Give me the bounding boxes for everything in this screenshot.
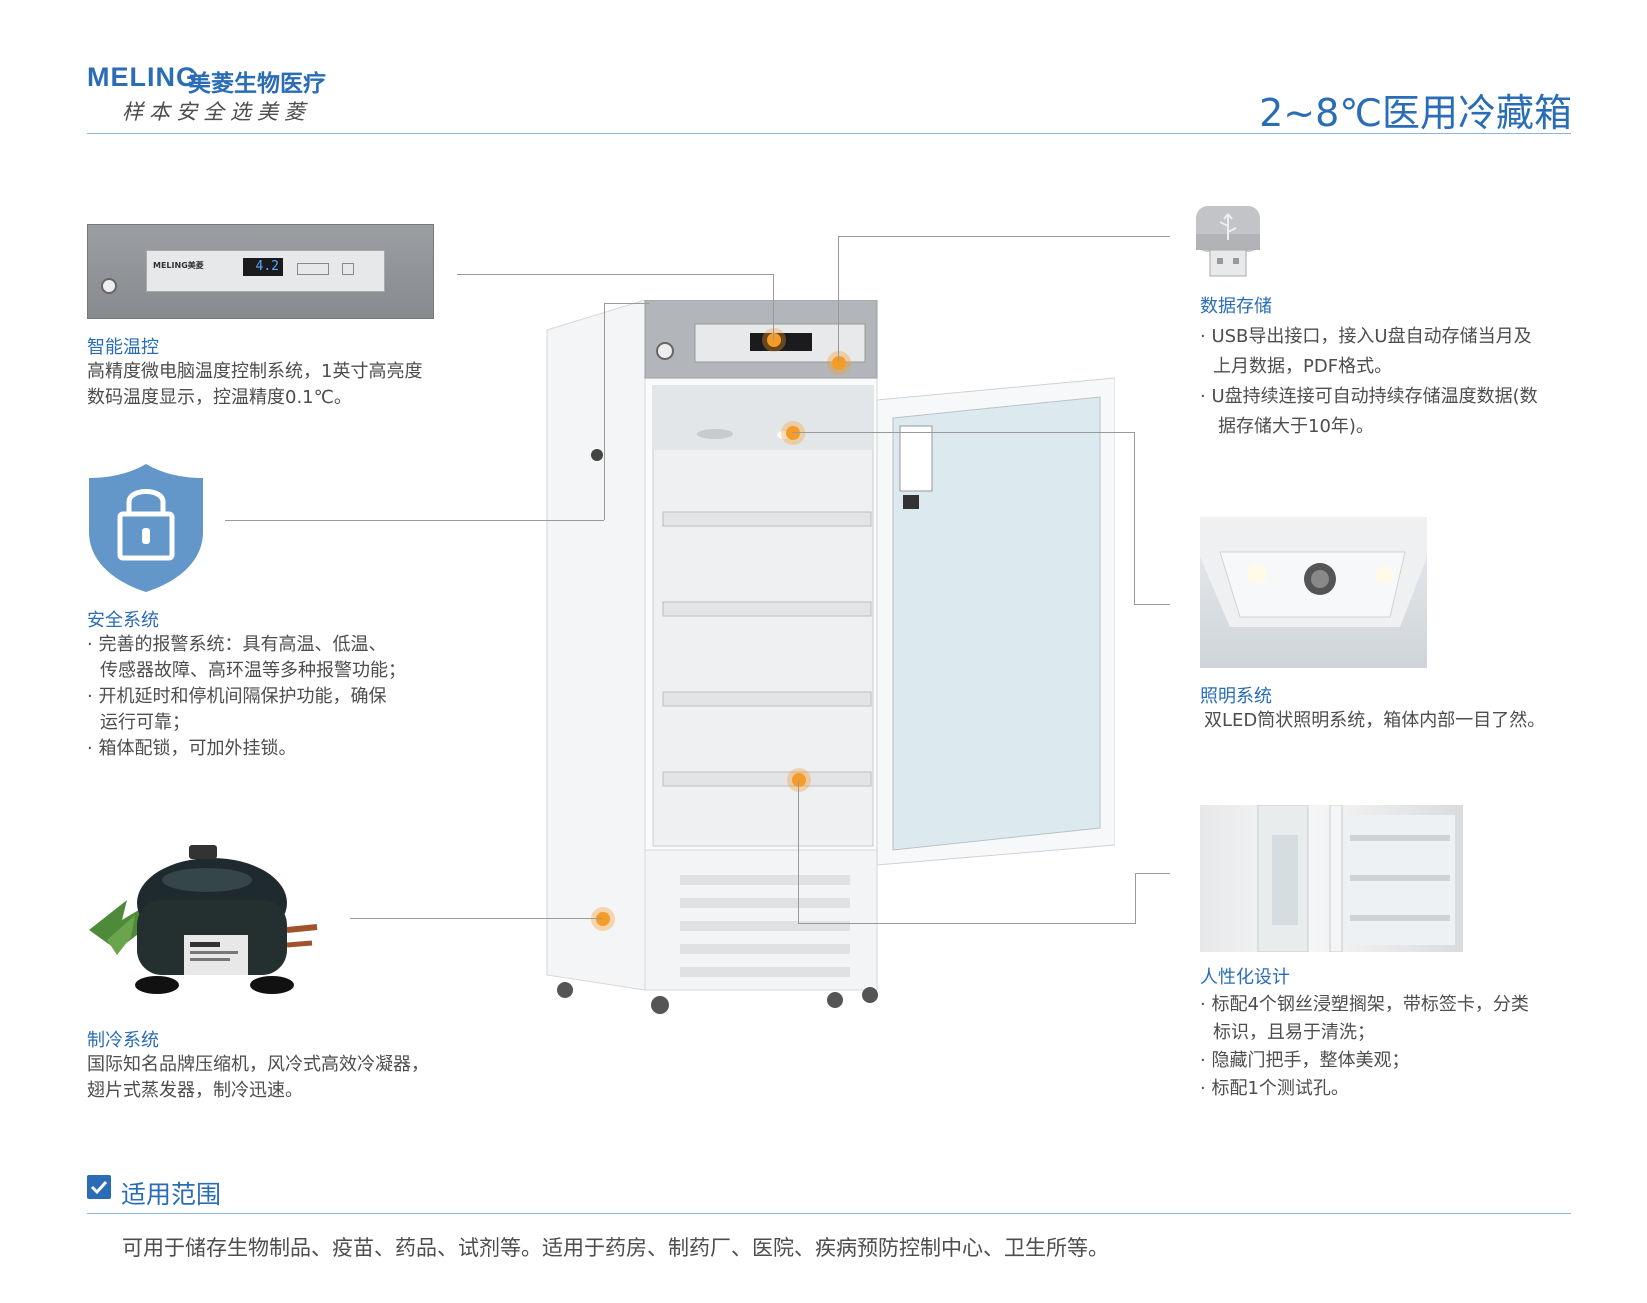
leader-line <box>1134 432 1135 604</box>
leader-line <box>457 274 774 275</box>
feature-text-data-storage: · USB导出接口，接入U盘自动存储当月及 上月数据，PDF格式。 · U盘持续… <box>1200 322 1590 442</box>
text-line: 翅片式蒸发器，制冷迅速。 <box>87 1080 303 1101</box>
feature-title-cooling: 制冷系统 <box>87 1030 159 1051</box>
hotspot-usb-port <box>832 356 846 370</box>
text-line: · 隐藏门把手，整体美观； <box>1200 1050 1410 1071</box>
logo-wordmark: MELING <box>87 62 198 92</box>
leader-line <box>225 520 604 521</box>
text-line: 双LED筒状照明系统，箱体内部一目了然。 <box>1204 710 1546 731</box>
feature-title-temp-control: 智能温控 <box>87 337 159 358</box>
text-line: 数码温度显示，控温精度0.1℃。 <box>87 387 352 408</box>
lighting-image <box>1200 517 1427 668</box>
compressor-image <box>87 845 327 1000</box>
text-line: · U盘持续连接可自动持续存储温度数据(数 <box>1200 386 1538 407</box>
hotspot-lighting <box>786 426 800 440</box>
leader-line <box>1134 604 1170 605</box>
refrigerator-image <box>545 299 1116 1025</box>
leader-line <box>838 236 839 362</box>
text-line: 运行可靠； <box>100 712 190 733</box>
logo-chinese-name: 美菱生物医疗 <box>188 71 326 97</box>
text-line: · 完善的报警系统：具有高温、低温、 <box>87 634 387 655</box>
feature-text-lighting: 双LED筒状照明系统，箱体内部一目了然。 <box>1204 708 1604 734</box>
brand-slogan: 样本安全选美菱 <box>122 100 311 124</box>
text-line: 传感器故障、高环温等多种报警功能； <box>100 660 406 681</box>
hotspot-compressor <box>596 912 610 926</box>
door-design-image <box>1200 804 1463 953</box>
text-line: · 箱体配锁，可加外挂锁。 <box>87 738 297 759</box>
usb-drive-icon <box>1190 204 1266 280</box>
feature-text-safety: · 完善的报警系统：具有高温、低温、 传感器故障、高环温等多种报警功能； · 开… <box>87 632 467 762</box>
text-line: 上月数据，PDF格式。 <box>1213 356 1393 377</box>
feature-title-safety: 安全系统 <box>87 610 159 631</box>
feature-title-data-storage: 数据存储 <box>1200 296 1272 317</box>
scope-title: 适用范围 <box>121 1180 222 1209</box>
leader-line <box>838 236 1170 237</box>
control-panel-face: MELING美菱 4.2 <box>146 250 385 292</box>
leader-line <box>350 918 602 919</box>
text-line: · 开机延时和停机间隔保护功能，确保 <box>87 686 387 707</box>
leader-line <box>604 303 649 304</box>
leader-line <box>792 432 1135 433</box>
text-line: 据存储大于10年)。 <box>1218 416 1374 437</box>
feature-title-design: 人性化设计 <box>1200 967 1290 988</box>
panel-display: 4.2 <box>243 258 283 276</box>
leader-line <box>1135 873 1136 923</box>
leader-line <box>798 923 1136 924</box>
feature-title-lighting: 照明系统 <box>1200 686 1272 707</box>
panel-buttons <box>297 263 329 275</box>
panel-display-value: 4.2 <box>255 259 279 274</box>
scope-divider <box>87 1213 1571 1214</box>
control-panel-image: MELING美菱 4.2 <box>87 224 434 319</box>
leader-line <box>604 303 605 520</box>
panel-brand: MELING美菱 <box>153 261 204 270</box>
leader-line <box>773 274 774 340</box>
leader-line <box>798 780 799 923</box>
feature-text-cooling: 国际知名品牌压缩机，风冷式高效冷凝器， 翅片式蒸发器，制冷迅速。 <box>87 1052 507 1104</box>
text-line: 国际知名品牌压缩机，风冷式高效冷凝器， <box>87 1054 429 1075</box>
feature-text-design: · 标配4个钢丝浸塑搁架，带标签卡，分类 标识，且易于清洗； · 隐藏门把手，整… <box>1200 991 1590 1103</box>
checkmark-icon <box>87 1175 111 1199</box>
text-line: · 标配4个钢丝浸塑搁架，带标签卡，分类 <box>1200 994 1529 1015</box>
text-line: 高精度微电脑温度控制系统，1英寸高亮度 <box>87 361 423 382</box>
text-line: · 标配1个测试孔。 <box>1200 1078 1349 1099</box>
header-divider <box>87 133 1571 134</box>
feature-text-temp-control: 高精度微电脑温度控制系统，1英寸高亮度 数码温度显示，控温精度0.1℃。 <box>87 359 467 411</box>
shield-lock-icon <box>87 462 205 594</box>
text-line: 标识，且易于清洗； <box>1213 1022 1375 1043</box>
leader-line <box>1135 873 1170 874</box>
hotspot-temp-display <box>767 333 781 347</box>
lock-knob-icon <box>101 278 117 294</box>
hotspot-shelf <box>792 773 806 787</box>
text-line: · USB导出接口，接入U盘自动存储当月及 <box>1200 326 1532 347</box>
scope-text: 可用于储存生物制品、疫苗、药品、试剂等。适用于药房、制药厂、医院、疾病预防控制中… <box>122 1236 1109 1260</box>
usb-port-icon <box>342 263 354 275</box>
page-title: 2~8℃医用冷藏箱 <box>1259 91 1572 135</box>
